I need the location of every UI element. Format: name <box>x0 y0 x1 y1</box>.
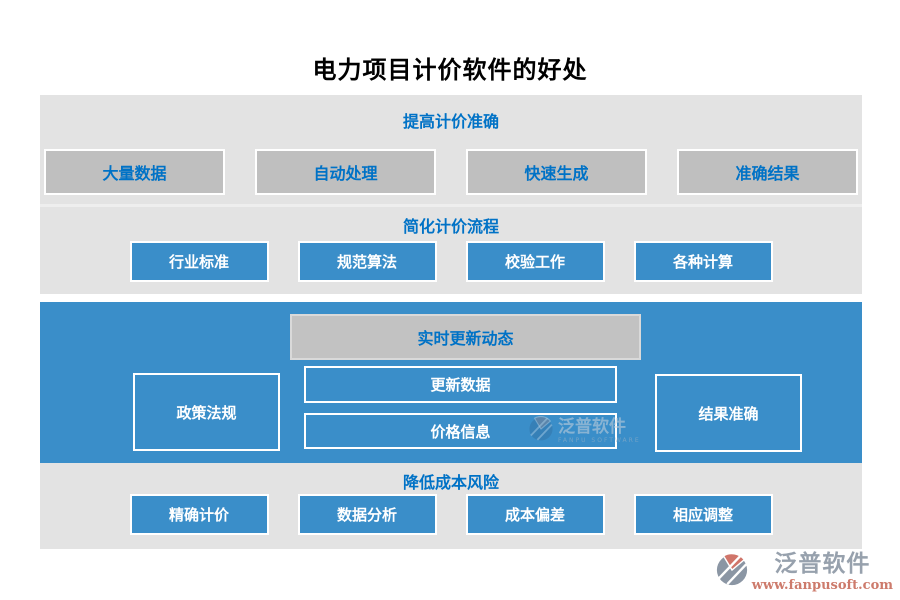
band-divider <box>40 204 862 207</box>
benefit-box: 快速生成 <box>466 149 647 195</box>
fanpu-logo-name: 泛普软件 <box>774 551 871 577</box>
section-simplify-process: 简化计价流程 行业标准 规范算法 校验工作 各种计算 <box>40 207 862 294</box>
fanpu-logo-icon <box>715 552 749 591</box>
section-realtime-update: 实时更新动态 政策法规 更新数据 价格信息 结果准确 泛普软件 FANPU SO… <box>40 302 862 463</box>
benefit-box: 大量数据 <box>44 149 225 195</box>
benefit-box: 自动处理 <box>255 149 436 195</box>
benefit-box: 准确结果 <box>677 149 858 195</box>
benefit-box: 数据分析 <box>297 494 437 535</box>
section-header: 降低成本风险 <box>402 473 499 492</box>
benefit-box: 成本偏差 <box>465 494 605 535</box>
benefit-box: 相应调整 <box>633 494 773 535</box>
benefit-box: 校验工作 <box>465 241 605 282</box>
button-row: 精确计价 数据分析 成本偏差 相应调整 <box>40 494 862 535</box>
benefit-box: 精确计价 <box>129 494 269 535</box>
section-improve-accuracy: 提高计价准确 大量数据 自动处理 快速生成 准确结果 <box>40 95 862 204</box>
benefit-box: 政策法规 <box>133 373 280 451</box>
button-row: 行业标准 规范算法 校验工作 各种计算 <box>40 241 862 282</box>
fanpu-logo-url: www.fanpusoft.com <box>751 578 893 593</box>
section-header: 提高计价准确 <box>402 112 499 131</box>
benefit-box: 行业标准 <box>129 241 269 282</box>
section-reduce-cost-risk: 降低成本风险 精确计价 数据分析 成本偏差 相应调整 <box>40 463 862 549</box>
benefit-box: 结果准确 <box>655 374 802 452</box>
benefit-box: 规范算法 <box>297 241 437 282</box>
section-header-box: 实时更新动态 <box>290 314 641 360</box>
benefit-box: 价格信息 <box>304 413 617 449</box>
button-row: 大量数据 自动处理 快速生成 准确结果 <box>40 149 862 195</box>
fanpu-logo: 泛普软件 www.fanpusoft.com <box>715 553 893 592</box>
section-header: 简化计价流程 <box>402 217 499 236</box>
page-title: 电力项目计价软件的好处 <box>312 56 588 84</box>
benefit-box: 各种计算 <box>633 241 773 282</box>
benefit-box: 更新数据 <box>304 366 617 403</box>
